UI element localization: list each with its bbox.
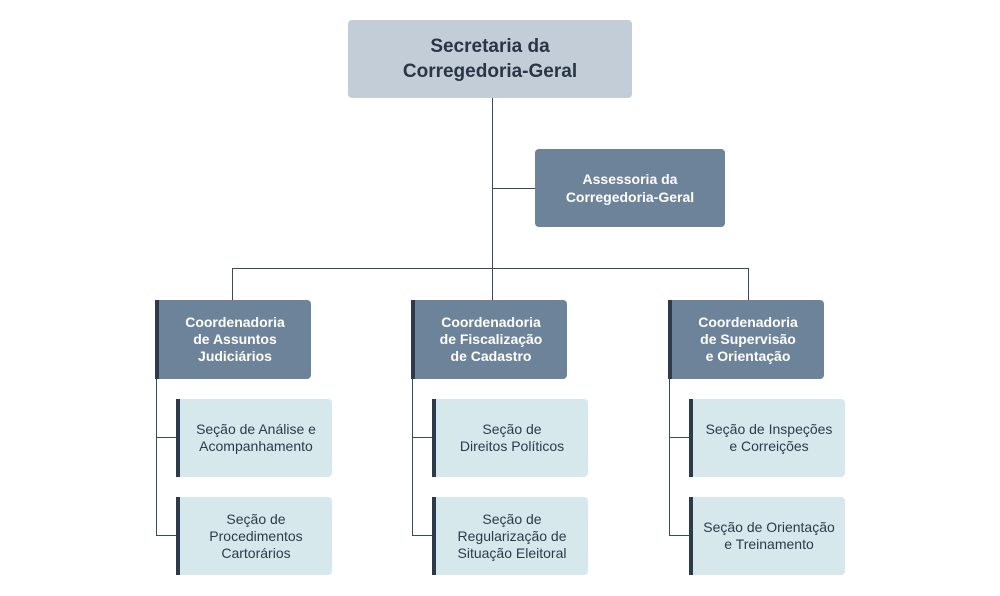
- coord-2-section-spine: [412, 379, 413, 536]
- coord-3-section-1-branch: [669, 437, 689, 438]
- coordination-node-supervisao-orientacao: Coordenadoria de Supervisão e Orientação: [668, 300, 824, 379]
- section-label: Seção de Inspeções e Correições: [705, 421, 833, 454]
- coord-3-drop-line: [748, 268, 749, 300]
- advisory-connector-line: [492, 188, 535, 189]
- section-node-regularizacao-situacao-eleitoral: Seção de Regularização de Situação Eleit…: [432, 497, 588, 575]
- coord-1-section-2-branch: [156, 535, 176, 536]
- coord-3-section-2-branch: [669, 535, 689, 536]
- section-label: Seção de Direitos Políticos: [459, 421, 565, 454]
- coordination-label: Coordenadoria de Assuntos Judiciários: [185, 314, 285, 364]
- advisory-node: Assessoria da Corregedoria-Geral: [535, 149, 725, 227]
- coord-3-section-spine: [669, 379, 670, 536]
- root-node: Secretaria da Corregedoria-Geral: [348, 20, 632, 98]
- section-label: Seção de Análise e Acompanhamento: [196, 421, 316, 454]
- section-label: Seção de Regularização de Situação Eleit…: [457, 510, 567, 561]
- coord-1-section-spine: [156, 379, 157, 536]
- root-trunk-line: [492, 98, 493, 300]
- coord-1-section-1-branch: [156, 437, 176, 438]
- coordination-bus-line: [232, 268, 749, 269]
- coord-2-section-2-branch: [412, 535, 432, 536]
- coord-1-drop-line: [232, 268, 233, 300]
- section-node-procedimentos-cartorarios: Seção de Procedimentos Cartorários: [176, 497, 332, 575]
- coordination-label: Coordenadoria de Fiscalização de Cadastr…: [439, 314, 543, 364]
- section-node-inspecoes-correicoes: Seção de Inspeções e Correições: [689, 399, 845, 477]
- coordination-label: Coordenadoria de Supervisão e Orientação: [698, 314, 798, 364]
- coord-2-section-1-branch: [412, 437, 432, 438]
- section-label: Seção de Orientação e Treinamento: [703, 519, 835, 552]
- section-node-analise-acompanhamento: Seção de Análise e Acompanhamento: [176, 399, 332, 477]
- section-node-orientacao-treinamento: Seção de Orientação e Treinamento: [689, 497, 845, 575]
- section-node-direitos-politicos: Seção de Direitos Políticos: [432, 399, 588, 477]
- root-label: Secretaria da Corregedoria-Geral: [402, 36, 578, 82]
- coordination-node-fiscalizacao-cadastro: Coordenadoria de Fiscalização de Cadastr…: [411, 300, 567, 379]
- coordination-node-assuntos-judiciarios: Coordenadoria de Assuntos Judiciários: [155, 300, 311, 379]
- advisory-label: Assessoria da Corregedoria-Geral: [565, 171, 695, 205]
- section-label: Seção de Procedimentos Cartorários: [209, 510, 303, 561]
